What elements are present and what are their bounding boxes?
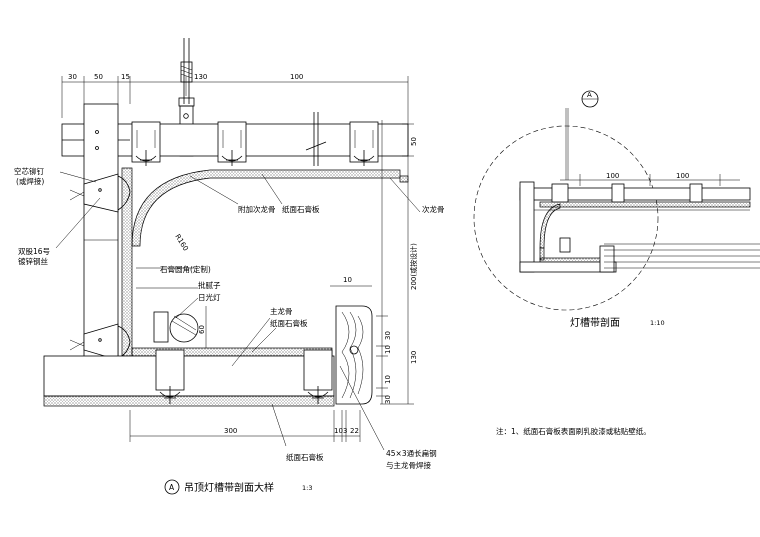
dim-bottom-10: 10 bbox=[334, 427, 343, 435]
dim-right-10b: 10 bbox=[384, 375, 392, 384]
section-dim-2: 100 bbox=[676, 172, 689, 180]
dim-top-2: 50 bbox=[94, 73, 103, 81]
main-detail: 30 50 15 130 100 bbox=[14, 38, 445, 495]
section-marker-letter: A bbox=[587, 91, 592, 99]
dim-top-4: 130 bbox=[194, 73, 207, 81]
detail-labels: 空芯铆钉 (或焊接) 双股16号 镀锌钢丝 附加次龙骨 纸面石膏板 次龙骨 石膏… bbox=[14, 166, 445, 470]
right-dimension-chain: 50 200(或按设计) 30 10 130 10 30 bbox=[376, 118, 418, 405]
label-gypsum-corner: 石膏圆角(定制) bbox=[160, 264, 211, 274]
title-marker: A bbox=[169, 483, 175, 492]
dim-right-30a: 30 bbox=[384, 331, 392, 340]
label-flat-steel: 45×3通长扁钢 bbox=[386, 448, 437, 458]
fluorescent-lamp bbox=[153, 311, 199, 343]
detail-scale: 1:3 bbox=[302, 484, 312, 492]
section-ceiling bbox=[519, 181, 760, 273]
label-secondary-keel: 次龙骨 bbox=[422, 204, 445, 214]
dim-bottom-300: 300 bbox=[224, 427, 237, 435]
label-added-secondary-keel: 附加次龙骨 bbox=[238, 204, 276, 214]
label-steel-wire-note: 镀锌钢丝 bbox=[18, 256, 48, 266]
label-gypsum-board-top: 纸面石膏板 bbox=[282, 204, 320, 214]
dim-bottom-22: 22 bbox=[350, 427, 359, 435]
radius-label: R160 bbox=[173, 233, 189, 253]
label-expansion-bolt: 空芯铆钉 bbox=[14, 166, 44, 176]
section-view: A 100 100 bbox=[473, 90, 760, 329]
label-steel-wire: 双股16号 bbox=[18, 247, 50, 256]
section-dim-1: 100 bbox=[606, 172, 619, 180]
dim-right-130: 130 bbox=[410, 351, 418, 364]
dim-bottom-3: 3 bbox=[343, 427, 347, 435]
right-wood-block bbox=[335, 305, 373, 405]
keel-clips-top bbox=[131, 121, 379, 166]
dim-right-10a: 10 bbox=[384, 345, 392, 354]
lower-keel-assembly bbox=[43, 347, 335, 407]
dim-top-1: 30 bbox=[68, 73, 77, 81]
leader-lines bbox=[55, 171, 421, 451]
label-putty: 批腻子 bbox=[198, 280, 221, 290]
dim-top-3: 15 bbox=[121, 73, 130, 81]
break-mark bbox=[305, 112, 327, 166]
dim-inner-10: 10 bbox=[343, 276, 352, 284]
drawing-note: 注：1、纸面石膏板表面刷乳胶漆或粘贴壁纸。 bbox=[496, 426, 651, 436]
main-title: A 吊顶灯槽带剖面大样 1:3 bbox=[164, 479, 312, 495]
section-marker: A bbox=[565, 90, 599, 180]
section-title-text: 灯槽带剖面 bbox=[570, 316, 620, 329]
label-flat-steel-note: 与主龙骨焊接 bbox=[386, 460, 431, 470]
top-dimension-chain: 30 50 15 130 100 bbox=[61, 73, 409, 118]
label-main-keel: 主龙骨 bbox=[270, 306, 293, 316]
dim-right-200: 200(或按设计) bbox=[409, 243, 418, 290]
dim-right-30b: 30 bbox=[384, 395, 392, 404]
bottom-dimension-chain: 300 10 3 22 bbox=[129, 410, 361, 442]
detail-title: 吊顶灯槽带剖面大样 bbox=[184, 481, 274, 494]
dim-inner-60: 60 bbox=[198, 325, 206, 334]
section-dimensions: 100 100 bbox=[560, 172, 740, 186]
label-fluorescent-lamp: 日光灯 bbox=[198, 292, 221, 302]
steel-wire-brackets bbox=[69, 173, 131, 361]
section-scale: 1:10 bbox=[650, 319, 665, 327]
label-expansion-bolt-note: (或焊接) bbox=[16, 176, 44, 186]
title-marker-circle bbox=[164, 479, 180, 495]
label-gypsum-board-mid: 纸面石膏板 bbox=[270, 318, 308, 328]
label-gypsum-board-bottom: 纸面石膏板 bbox=[286, 452, 324, 462]
dim-top-5: 100 bbox=[290, 73, 303, 81]
dim-right-50: 50 bbox=[410, 137, 418, 146]
vertical-gypsum-board bbox=[121, 167, 133, 357]
section-title: 灯槽带剖面 1:10 bbox=[570, 316, 665, 329]
